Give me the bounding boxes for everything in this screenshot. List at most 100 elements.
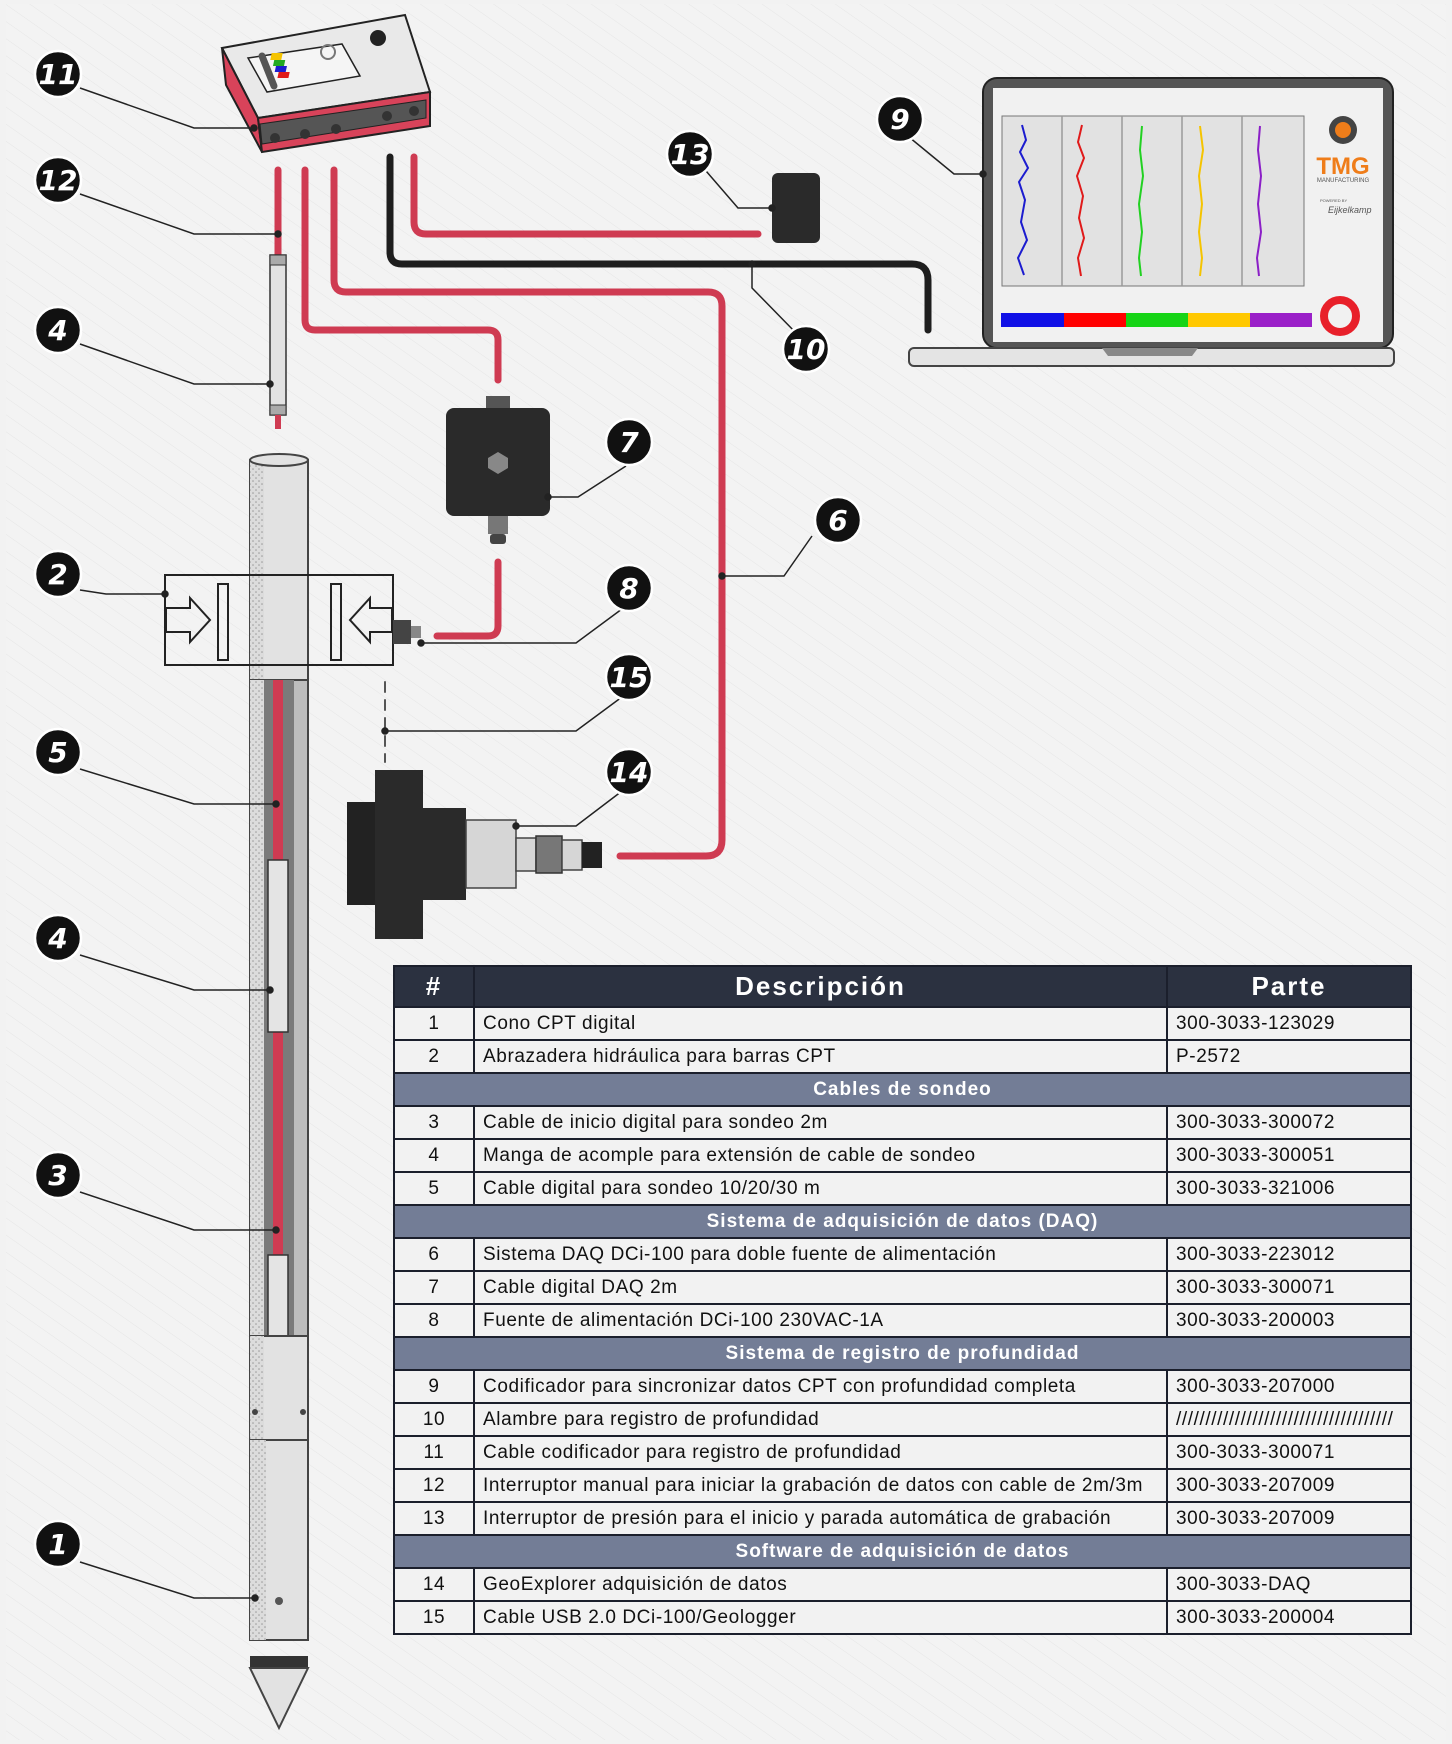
svg-text:6: 6 [828,504,847,537]
item-description: Fuente de alimentación DCi-100 230VAC-1A [473,1303,1168,1338]
probe-cable-4-top [269,254,287,429]
callout-6: 11 [33,49,83,99]
item-description: Cable digital para sondeo 10/20/30 m [473,1171,1168,1206]
item-number: 5 [393,1171,475,1206]
header-description: Descripción [473,965,1168,1008]
hydraulic-clamp [164,574,421,666]
power-supply [772,173,820,243]
trace-green [1137,125,1145,277]
item-number: 4 [393,1138,475,1173]
callout-4-bottom: 4 [33,913,83,963]
item-part-number: 300-3033-300071 [1166,1435,1412,1470]
item-description: Codificador para sincronizar datos CPT c… [473,1369,1168,1404]
svg-text:9: 9 [890,103,909,136]
svg-text:MANUFACTURING: MANUFACTURING [1317,178,1370,184]
svg-text:15: 15 [610,661,649,694]
item-part-number: 300-3033-200004 [1166,1600,1412,1635]
section-row: Sistema de adquisición de datos (DAQ) [393,1204,1412,1239]
svg-text:POWERED BY: POWERED BY [1320,198,1347,203]
item-number: 9 [393,1369,475,1404]
depth-encoder [347,770,602,939]
item-description: Manga de acomple para extensión de cable… [473,1138,1168,1173]
item-number: 3 [393,1105,475,1140]
header-part: Parte [1166,965,1412,1008]
svg-text:4: 4 [47,314,67,347]
leader-lines [79,87,987,1602]
item-number: 12 [393,1468,475,1503]
record-button-icon [1320,296,1360,336]
item-description: Interruptor manual para iniciar la graba… [473,1468,1168,1503]
item-part-number: 300-3033-300071 [1166,1270,1412,1305]
section-title: Sistema de registro de profundidad [393,1336,1412,1371]
section-title: Sistema de adquisición de datos (DAQ) [393,1204,1412,1239]
cables [274,153,932,860]
callout-7: 12 [33,155,83,205]
svg-text:TMG: TMG [1316,153,1369,180]
item-description: Sistema DAQ DCi-100 para doble fuente de… [473,1237,1168,1272]
item-number: 8 [393,1303,475,1338]
svg-text:Eijkelkamp: Eijkelkamp [1328,205,1372,215]
item-part-number: 300-3033-300072 [1166,1105,1412,1140]
callout-5: 5 [33,727,83,777]
callout-13: 8 [604,563,654,613]
manual-switch [446,396,550,544]
svg-text:10: 10 [787,333,826,366]
item-part-number: 300-3033-321006 [1166,1171,1412,1206]
section-title: Cables de sondeo [393,1072,1412,1107]
item-description: Cono CPT digital [473,1006,1168,1041]
item-number: 13 [393,1501,475,1536]
svg-text:4: 4 [47,922,67,955]
item-part-number: 300-3033-223012 [1166,1237,1412,1272]
item-number: 14 [393,1567,475,1602]
item-number: 6 [393,1237,475,1272]
item-part-number: 300-3033-200003 [1166,1303,1412,1338]
section-row: Software de adquisición de datos [393,1534,1412,1569]
laptop: TMG MANUFACTURING POWERED BY Eijkelkamp [908,77,1395,367]
item-description: GeoExplorer adquisición de datos [473,1567,1168,1602]
switch-cable [301,166,502,384]
item-number: 2 [393,1039,475,1074]
trace-yellow [1197,125,1205,277]
item-description: Abrazadera hidráulica para barras CPT [473,1039,1168,1074]
item-description: Cable digital DAQ 2m [473,1270,1168,1305]
item-number: 10 [393,1402,475,1437]
header-number: # [393,965,475,1008]
item-part-number: 300-3033-207000 [1166,1369,1412,1404]
item-part-number: 300-3033-123029 [1166,1006,1412,1041]
callout-8: 13 [665,129,715,179]
pressure-switch-cable [433,558,502,640]
section-row: Sistema de registro de profundidad [393,1336,1412,1371]
item-number: 7 [393,1270,475,1305]
item-part-number: P-2572 [1166,1039,1412,1074]
svg-text:1: 1 [48,1528,67,1561]
table-header-row: # Descripción Parte [393,965,1412,1008]
encoder-cable [330,166,726,860]
section-title: Software de adquisición de datos [393,1534,1412,1569]
callout-3: 3 [33,1150,83,1200]
svg-text:12: 12 [39,164,78,197]
item-description: Cable USB 2.0 DCi-100/Geologger [473,1600,1168,1635]
tmg-logo: TMG MANUFACTURING POWERED BY Eijkelkamp [1316,116,1372,215]
trace-red [1075,124,1086,277]
svg-text:8: 8 [619,572,638,605]
svg-text:11: 11 [39,58,78,91]
svg-text:2: 2 [48,558,67,591]
svg-text:13: 13 [671,138,710,171]
item-number: 11 [393,1435,475,1470]
callouts: 11 12 4 2 5 4 3 1 13 9 10 7 6 8 15 14 [33,49,925,1569]
item-number: 15 [393,1600,475,1635]
